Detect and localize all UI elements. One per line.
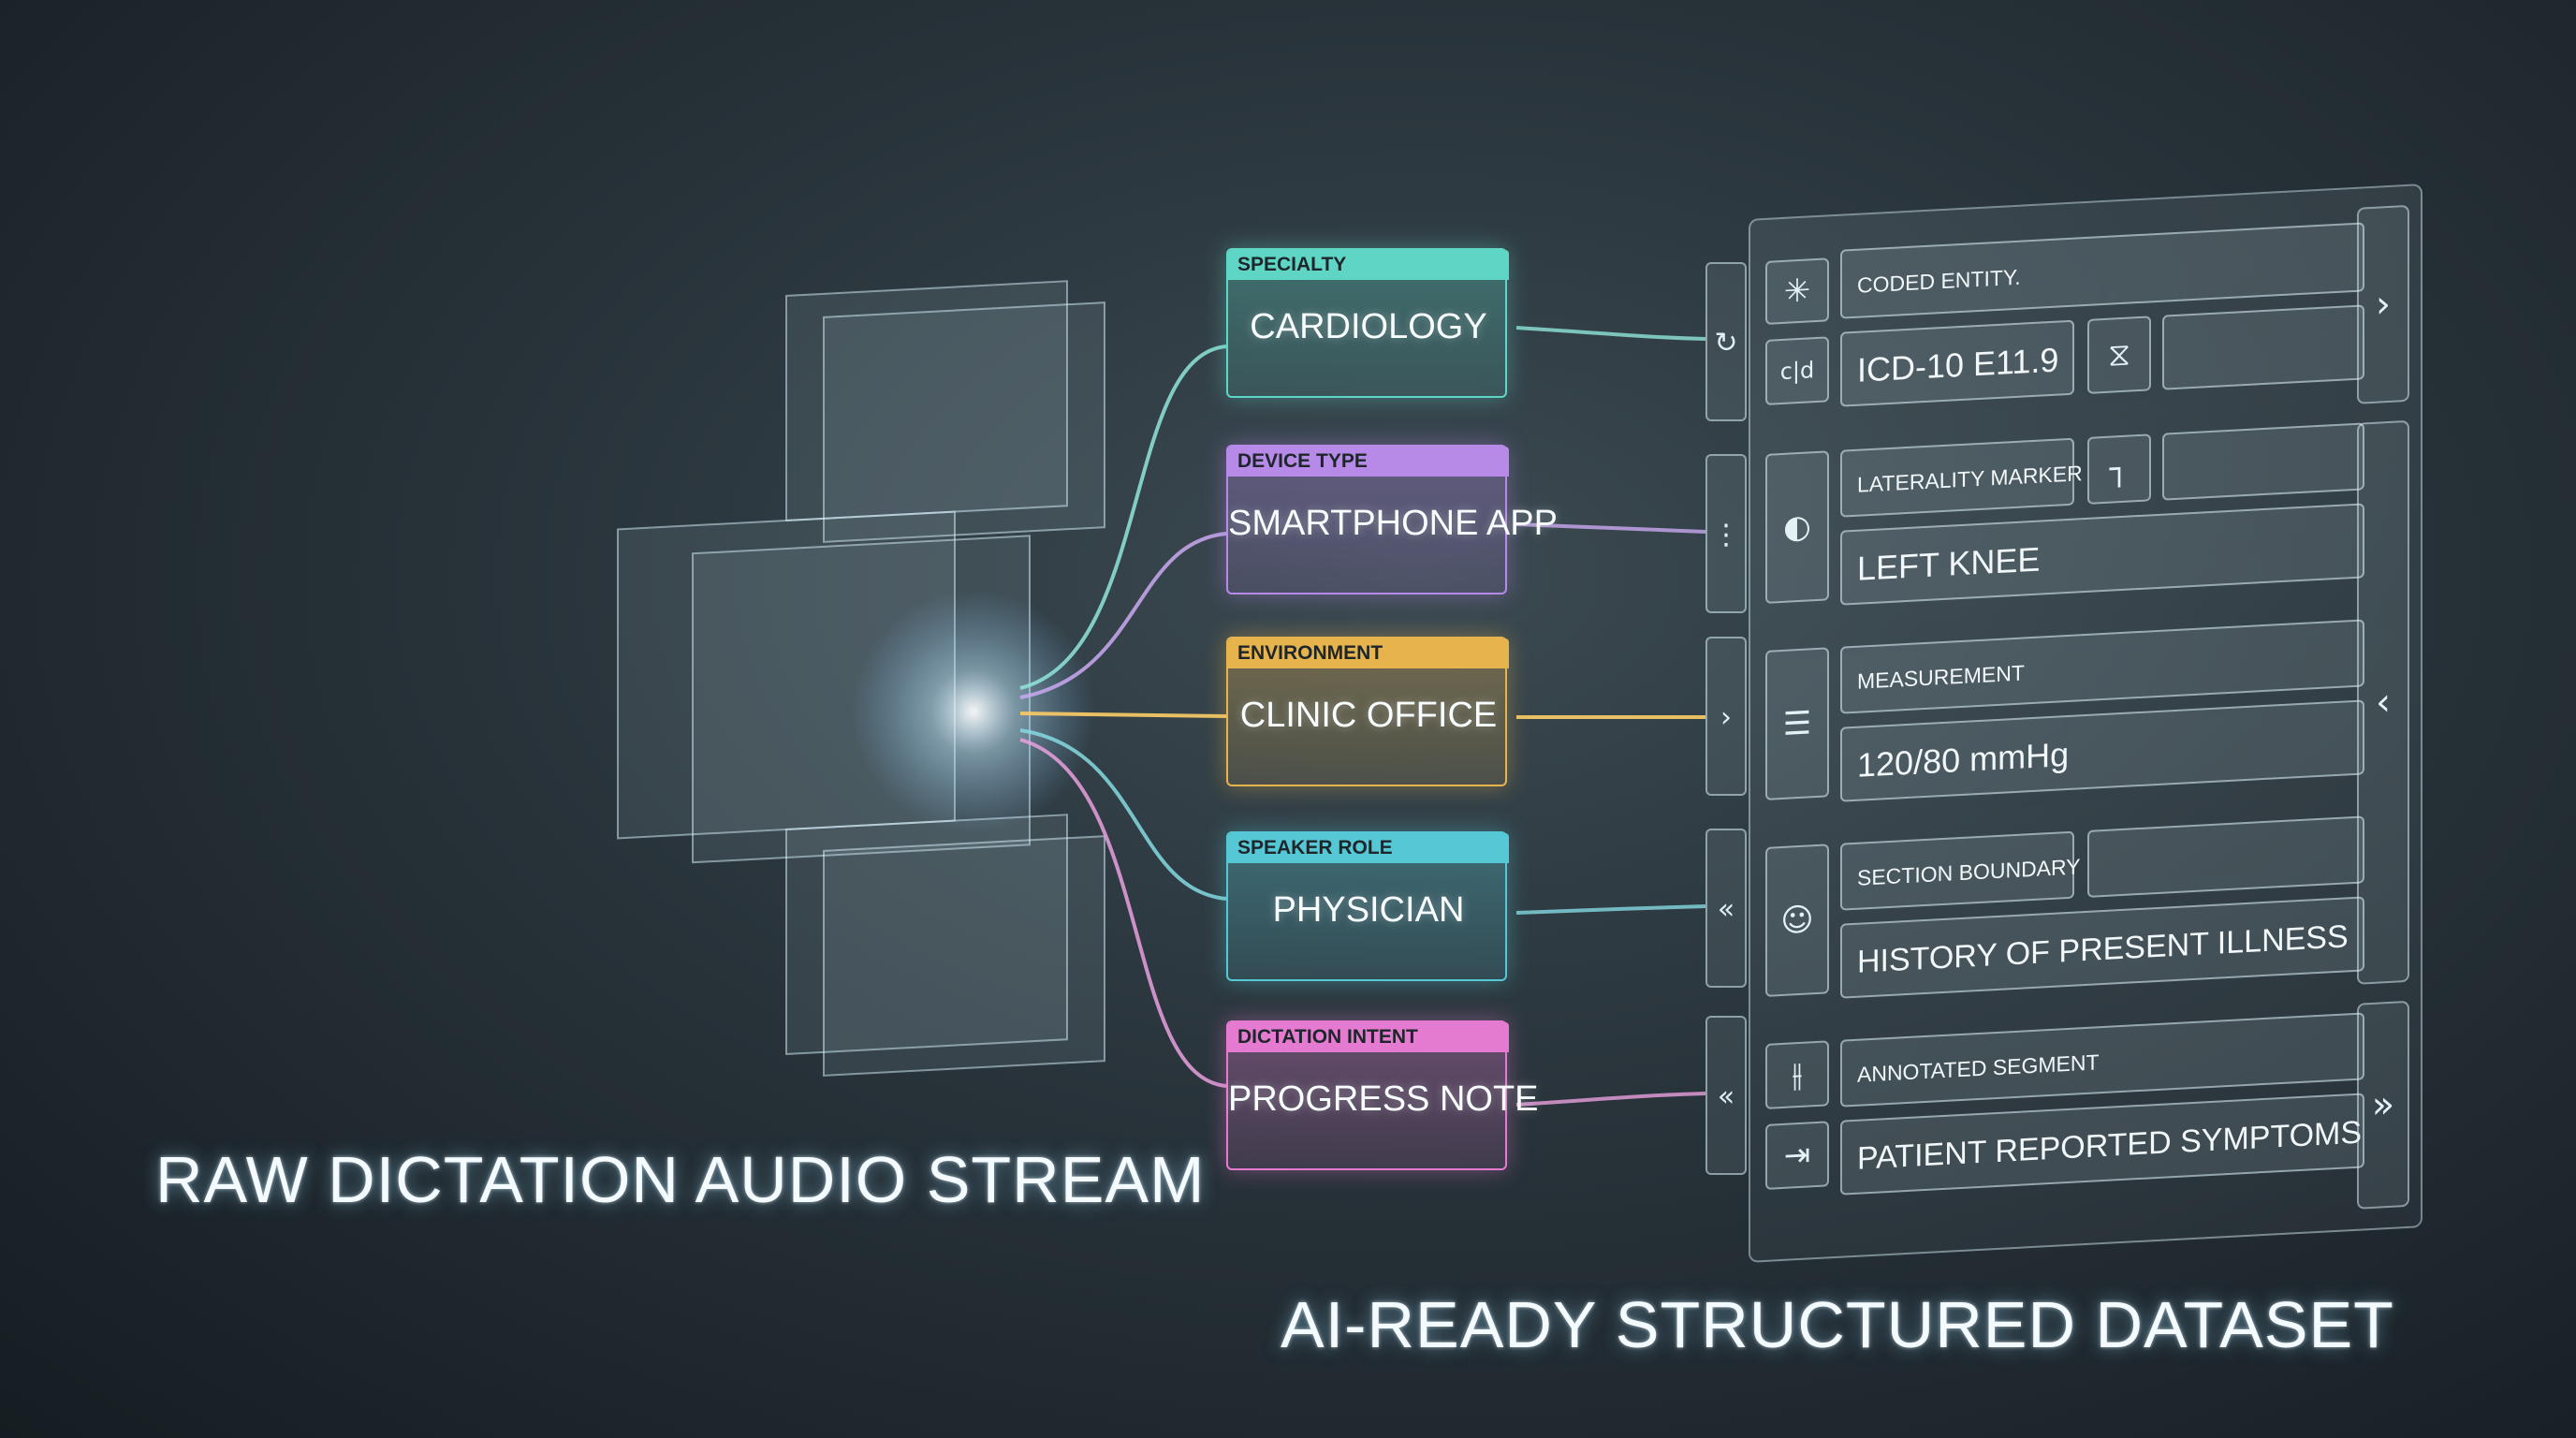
person-icon: ☺ [1765,844,1829,997]
cycle-arrows-icon: ↻ [1705,262,1747,421]
dataset-caption: AI-READY STRUCTURED DATASET [1281,1288,2394,1361]
dictation-intent-value: PROGRESS NOTE [1228,1079,1539,1119]
bracket-pair-icon: c|d [1765,336,1829,405]
device-type-value: SMARTPHONE APP [1228,504,1558,543]
dots-icon: ⋮ [1705,454,1747,613]
coded-entity-extra [2162,304,2364,390]
device-type-tag: DEVICE TYPE [1228,447,1509,477]
annotated-segment-label: ANNOTATED SEGMENT [1840,1012,2364,1108]
measurement-value: 120/80 mmHg [1840,699,2364,802]
dictation-intent-tag: DICTATION INTENT [1228,1022,1509,1052]
double-chevron-right-icon[interactable]: » [2357,1000,2409,1210]
annotated-segment-value: PATIENT REPORTED SYMPTOMS [1840,1093,2364,1196]
connection-lines [1019,326,1706,1107]
environment-card: ENVIRONMENT CLINIC OFFICE [1226,637,1509,786]
asterisk-icon: ✳ [1765,257,1829,325]
structured-dataset-panel: ✳ CODED ENTITY. c|d ICD-10 E11.9 ⧖ ◐ LAT… [1749,183,2422,1263]
chevron-left-icon[interactable]: ‹ [2357,419,2409,985]
section-boundary-value: HISTORY OF PRESENT ILLNESS [1840,896,2364,999]
section-boundary-label: SECTION BOUNDARY [1840,830,2081,911]
double-chevron-left-icon: « [1705,829,1747,988]
environment-value: CLINIC OFFICE [1239,696,1498,735]
divider-icon: ⫲ [1765,1040,1829,1109]
double-chevron-left-icon: « [1705,1016,1747,1175]
laterality-marker-label: LATERALITY MARKER [1840,437,2083,518]
audio-stream-caption: RAW DICTATION AUDIO STREAM [155,1143,1206,1216]
laterality-extra [2162,422,2364,501]
environment-tag: ENVIRONMENT [1228,638,1509,668]
specialty-card: SPECIALTY CARDIOLOGY [1226,248,1509,398]
hourglass-icon: ⧖ [2087,315,2151,394]
speaker-role-value: PHYSICIAN [1272,890,1465,930]
chevron-right-icon: › [1705,637,1747,796]
speaker-role-card: SPEAKER ROLE PHYSICIAN [1226,831,1509,981]
laterality-value: LEFT KNEE [1840,503,2364,606]
list-icon: ☰ [1765,647,1829,800]
section-boundary-extra [2087,815,2364,898]
device-type-card: DEVICE TYPE SMARTPHONE APP [1226,445,1558,594]
split-circle-icon: ◐ [1765,450,1829,604]
coded-entity-label: CODED ENTITY. [1840,222,2364,319]
measurement-label: MEASUREMENT [1840,619,2364,714]
speaker-role-tag: SPEAKER ROLE [1228,833,1509,863]
chevron-right-icon[interactable]: › [2357,204,2409,404]
dictation-intent-card: DICTATION INTENT PROGRESS NOTE [1226,1020,1539,1170]
flag-bracket-icon: ┐ [2087,433,2151,505]
specialty-tag: SPECIALTY [1228,250,1509,280]
specialty-value: CARDIOLOGY [1250,307,1487,346]
indent-icon: ⇥ [1765,1121,1829,1190]
coded-entity-value: ICD-10 E11.9 [1840,319,2074,407]
